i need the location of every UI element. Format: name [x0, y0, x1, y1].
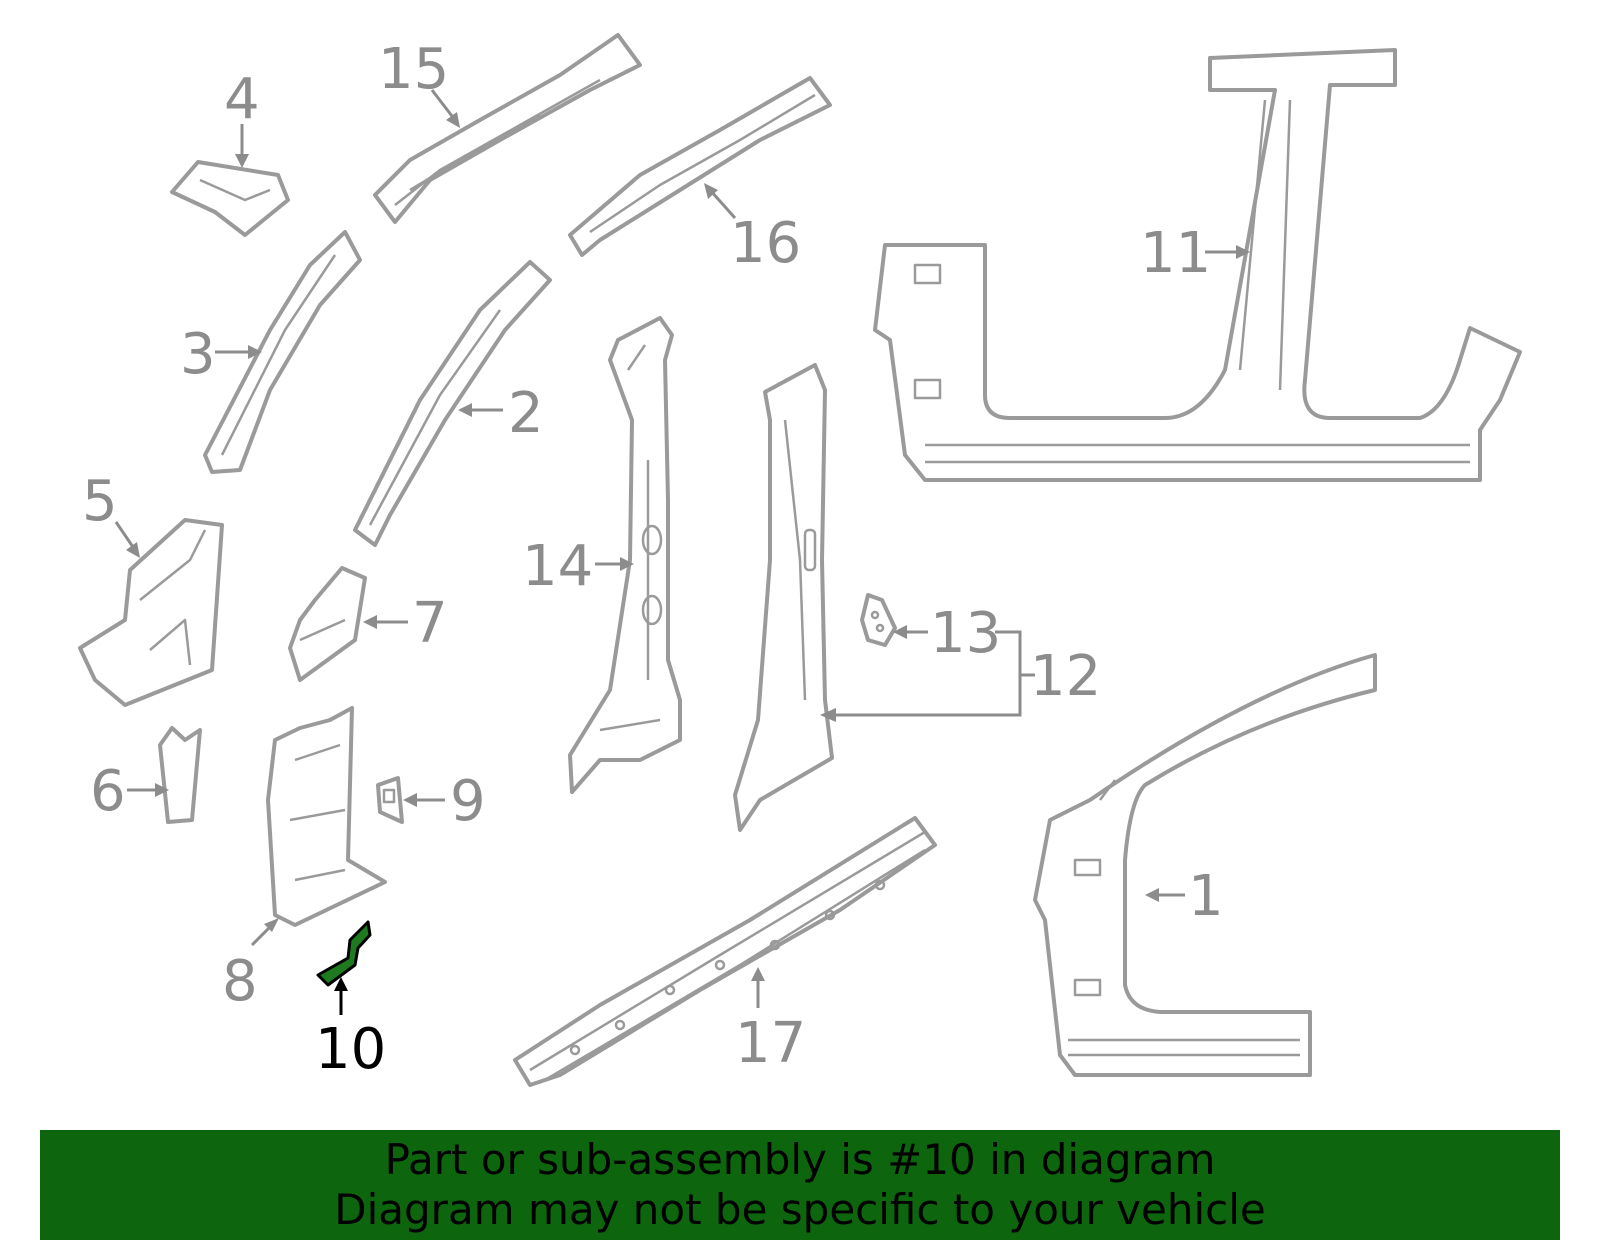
callout-3: 3: [180, 322, 216, 387]
part-2[interactable]: [353, 260, 552, 547]
banner-line-2: Diagram may not be specific to your vehi…: [334, 1185, 1266, 1234]
callout-10: 10: [315, 1017, 386, 1082]
callout-5: 5: [82, 469, 118, 534]
callout-8: 8: [222, 949, 258, 1014]
callout-4: 4: [224, 67, 260, 132]
callout-7: 7: [412, 591, 448, 656]
callout-2: 2: [508, 381, 544, 446]
callout-14: 14: [522, 534, 593, 599]
callout-17: 17: [735, 1011, 806, 1076]
callout-11: 11: [1140, 221, 1211, 286]
leader-arrows: [114, 89, 1250, 1015]
part-16[interactable]: [568, 76, 832, 257]
part-17[interactable]: [513, 816, 937, 1087]
leader-12-bracket: [820, 630, 1035, 722]
callout-13: 13: [930, 601, 1001, 666]
part-7[interactable]: [288, 566, 367, 682]
part-3[interactable]: [203, 230, 362, 474]
part-13[interactable]: [860, 593, 897, 647]
callout-16: 16: [730, 211, 801, 276]
callout-9: 9: [450, 769, 486, 834]
callout-12: 12: [1030, 644, 1101, 709]
part-12[interactable]: [733, 363, 834, 832]
callout-1: 1: [1188, 864, 1224, 929]
parts-diagram: 4 15 16 3 2 5 7 6 9 8 10 14 13 12 11 1 1…: [78, 33, 1522, 1087]
part-6[interactable]: [158, 726, 202, 824]
part-5[interactable]: [78, 518, 224, 707]
part-14[interactable]: [568, 316, 682, 794]
part-11[interactable]: [873, 48, 1522, 482]
callout-15: 15: [378, 37, 449, 102]
part-10[interactable]: [316, 920, 372, 987]
part-8[interactable]: [266, 706, 387, 927]
banner-line-1: Part or sub-assembly is #10 in diagram: [384, 1135, 1216, 1184]
callout-6: 6: [90, 759, 126, 824]
part-9[interactable]: [376, 776, 404, 824]
part-1[interactable]: [1033, 653, 1377, 1077]
info-banner: Part or sub-assembly is #10 in diagram D…: [40, 1130, 1560, 1240]
part-15[interactable]: [373, 33, 642, 224]
part-4[interactable]: [170, 160, 290, 237]
